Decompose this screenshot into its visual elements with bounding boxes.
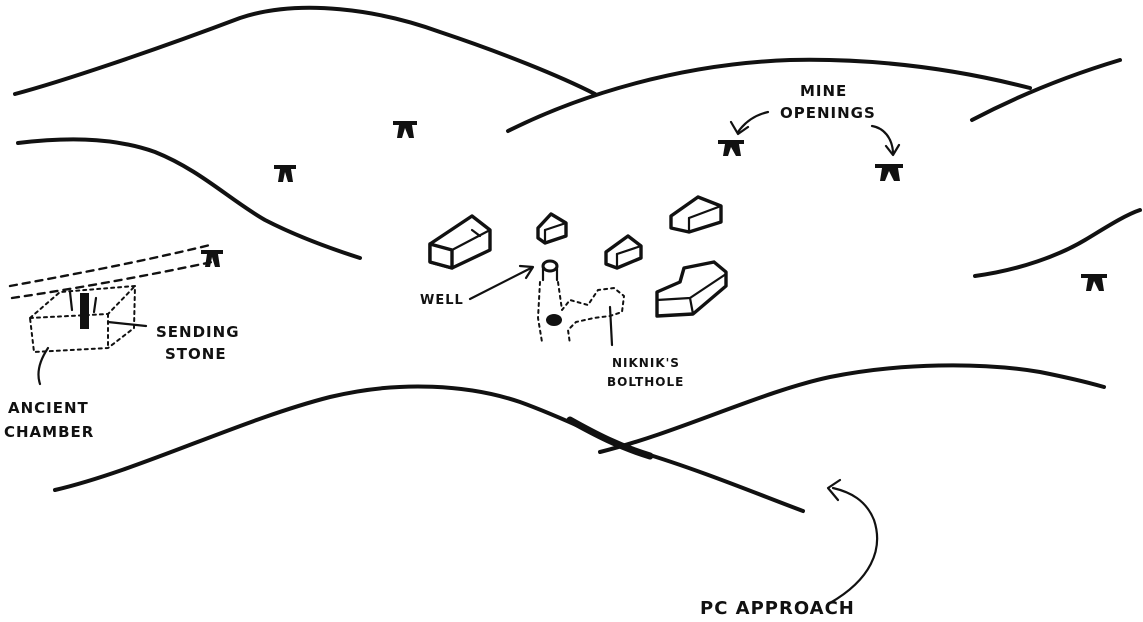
mine-opening-icon xyxy=(274,165,296,182)
ridge-line-lower-right xyxy=(598,363,1106,454)
mine-opening-icon xyxy=(875,164,903,181)
arrow-icon xyxy=(870,124,895,154)
well-structure xyxy=(537,259,625,345)
ridge-line-top-left xyxy=(13,5,597,96)
mine-opening-icon xyxy=(393,121,417,138)
bolthole-label: BOLTHOLE xyxy=(607,375,684,389)
chamber-box xyxy=(29,285,136,353)
pc-approach-label: PC APPROACH xyxy=(700,598,855,619)
arrow-icon xyxy=(37,346,50,386)
ancient-chamber-label: ANCIENT xyxy=(8,399,89,417)
ridge-line-top-right xyxy=(970,58,1122,122)
sending-stone-label: STONE xyxy=(165,345,227,363)
terrain-lines xyxy=(13,5,1142,513)
ridge-line-heavy-junction xyxy=(566,416,654,460)
bolthole-icon xyxy=(546,314,562,326)
sending-stone-label: SENDING xyxy=(156,323,240,341)
bolthole-label: NIKNIK'S xyxy=(612,356,680,370)
arrow-icon xyxy=(468,266,533,301)
well-tunnel xyxy=(537,281,625,345)
ancient-chamber-label: CHAMBER xyxy=(4,423,94,441)
building-icon xyxy=(655,260,728,318)
ridge-line-center xyxy=(506,57,1032,133)
ridge-line-lower-long xyxy=(53,384,805,513)
building-icon xyxy=(604,234,643,270)
sending-stone-icon xyxy=(80,293,89,329)
building-icon xyxy=(428,214,492,270)
arrow-icon xyxy=(608,305,614,347)
ancient-chamber xyxy=(8,243,214,353)
tunnel-dashed-upper xyxy=(8,243,212,288)
mine-openings-label: MINE xyxy=(800,82,847,100)
well-icon xyxy=(541,259,559,273)
ridge-line-right xyxy=(973,208,1142,278)
arrow-icon xyxy=(736,110,770,134)
arrow-icon xyxy=(828,486,879,605)
building-icon xyxy=(536,212,568,245)
tunnel-dashed-lower xyxy=(10,260,214,300)
well-label: WELL xyxy=(420,293,464,308)
mine-opening-icon xyxy=(1081,274,1107,291)
mine-opening-icon xyxy=(718,140,744,156)
building-icon xyxy=(669,195,723,234)
mine-openings xyxy=(201,121,1107,291)
mine-openings-label: OPENINGS xyxy=(780,104,876,122)
buildings xyxy=(428,195,728,318)
arrows xyxy=(37,110,901,605)
map-labels: MINE OPENINGS WELL SENDING STONE ANCIENT… xyxy=(4,82,876,619)
ridge-line-left-valley xyxy=(16,137,362,260)
arrow-icon xyxy=(106,320,148,328)
